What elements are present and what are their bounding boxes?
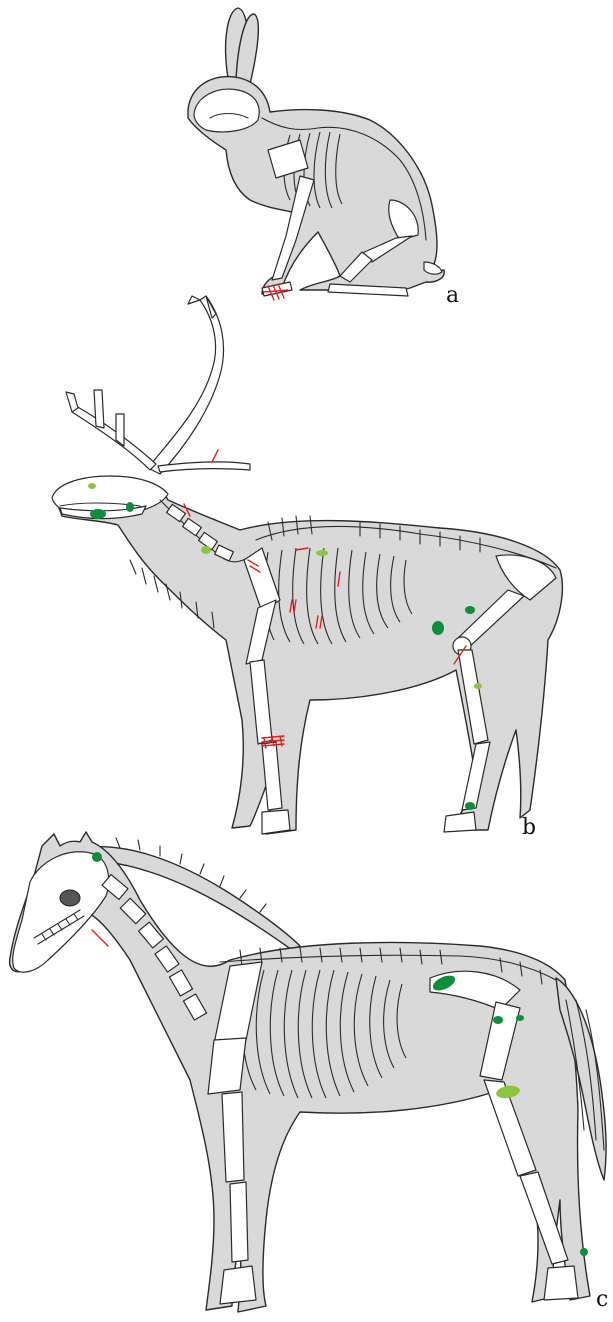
reindeer-front-hoof — [262, 810, 290, 834]
horse-hind-hoof — [544, 1266, 578, 1300]
reindeer-body-silhouette — [56, 478, 562, 834]
horse-radius — [222, 1092, 244, 1182]
reindeer-hind-hoof — [444, 812, 476, 832]
horse-orbit — [60, 890, 80, 906]
panel-b-reindeer: b — [52, 296, 562, 840]
panel-c-horse: c — [10, 832, 609, 1312]
horse-front-hoof — [220, 1266, 256, 1304]
panel-label-a: a — [446, 283, 459, 308]
panel-label-c: c — [596, 1287, 608, 1312]
horse-metacarpal — [230, 1182, 248, 1262]
hare-tail — [424, 262, 442, 274]
panel-a-hare: a — [188, 8, 459, 308]
horse-cut-marks — [92, 930, 108, 946]
reindeer-antlers — [66, 296, 250, 474]
panel-label-b: b — [522, 815, 536, 840]
horse-humerus — [208, 1038, 246, 1094]
horse-skull — [13, 852, 109, 972]
